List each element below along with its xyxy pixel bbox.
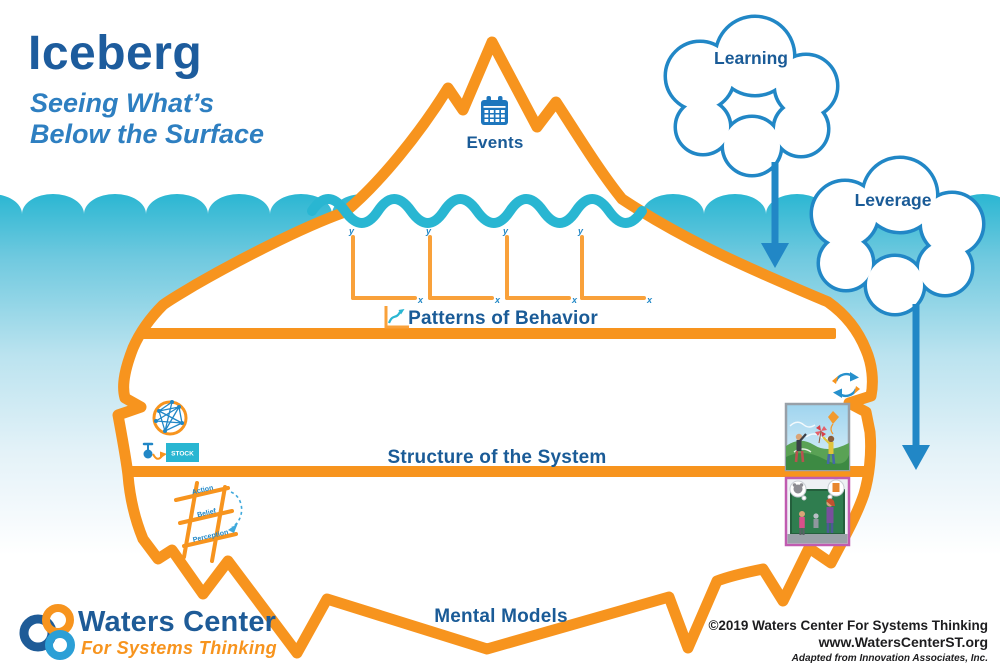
axis-x-label: x bbox=[417, 295, 424, 305]
empty-graph-1: y x bbox=[348, 226, 424, 305]
attribution-text: Adapted from Innovation Associates, Inc. bbox=[791, 653, 988, 664]
axis-y-label: y bbox=[502, 226, 509, 236]
axis-x-label: x bbox=[494, 295, 501, 305]
logo-tagline: For Systems Thinking bbox=[81, 638, 278, 658]
kite-photo bbox=[784, 402, 851, 472]
leverage-arrow bbox=[902, 304, 930, 470]
thought-bubble-right bbox=[827, 479, 845, 500]
classroom-photo bbox=[784, 476, 851, 547]
leverage-cloud bbox=[809, 155, 986, 317]
axis-x-label: x bbox=[646, 295, 653, 305]
footer: ©2019 Waters Center For Systems Thinking… bbox=[568, 618, 988, 664]
copyright-text: ©2019 Waters Center For Systems Thinking bbox=[708, 618, 988, 633]
waters-center-logo-mark bbox=[19, 604, 75, 660]
line-graph-icon bbox=[384, 306, 409, 329]
person-holding-pinwheel bbox=[822, 435, 836, 465]
stock-label: STOCK bbox=[171, 451, 194, 458]
waterline-wave bbox=[307, 194, 647, 228]
structure-of-the-system-label: Structure of the System bbox=[387, 447, 607, 468]
axis-x-label: x bbox=[571, 295, 578, 305]
calendar-icon bbox=[481, 96, 508, 125]
axis-y-label: y bbox=[577, 226, 584, 236]
network-icon bbox=[152, 400, 188, 436]
leverage-cloud-label: Leverage bbox=[854, 190, 932, 210]
empty-graph-3: y x bbox=[502, 226, 578, 305]
mental-models-label: Mental Models bbox=[434, 606, 568, 627]
feedback-loop-icon bbox=[832, 372, 860, 398]
learning-cloud-label: Learning bbox=[714, 48, 788, 68]
learning-arrow bbox=[761, 162, 789, 268]
divider-patterns bbox=[140, 328, 836, 339]
pinwheel bbox=[815, 425, 827, 444]
axis-y-label: y bbox=[425, 226, 432, 236]
patterns-of-behavior-label: Patterns of Behavior bbox=[408, 308, 598, 329]
ladder-rung-belief: Belief bbox=[197, 508, 218, 519]
divider-structure bbox=[130, 466, 866, 477]
axis-y-label: y bbox=[348, 226, 355, 236]
poster-subtitle-line2: Below the Surface bbox=[30, 119, 265, 149]
events-label: Events bbox=[466, 133, 524, 152]
poster-title: Iceberg bbox=[28, 27, 203, 80]
person-reaching bbox=[794, 433, 807, 463]
website-text: www.WatersCenterST.org bbox=[818, 634, 988, 650]
middle-figure bbox=[813, 513, 819, 528]
thought-bubble-left bbox=[789, 480, 807, 501]
stock-flow-icon: STOCK bbox=[142, 442, 199, 462]
poster-subtitle-line1: Seeing What’s bbox=[30, 88, 215, 118]
adult-figure bbox=[826, 498, 835, 533]
child-figure bbox=[799, 511, 805, 535]
learning-cloud bbox=[663, 14, 840, 178]
empty-graphs: y x y x y x y x bbox=[348, 226, 653, 305]
empty-graph-2: y x bbox=[425, 226, 501, 305]
logo-name: Waters Center bbox=[78, 606, 277, 638]
ladder-rung-action: Action bbox=[191, 485, 214, 497]
empty-graph-4: y x bbox=[577, 226, 653, 305]
